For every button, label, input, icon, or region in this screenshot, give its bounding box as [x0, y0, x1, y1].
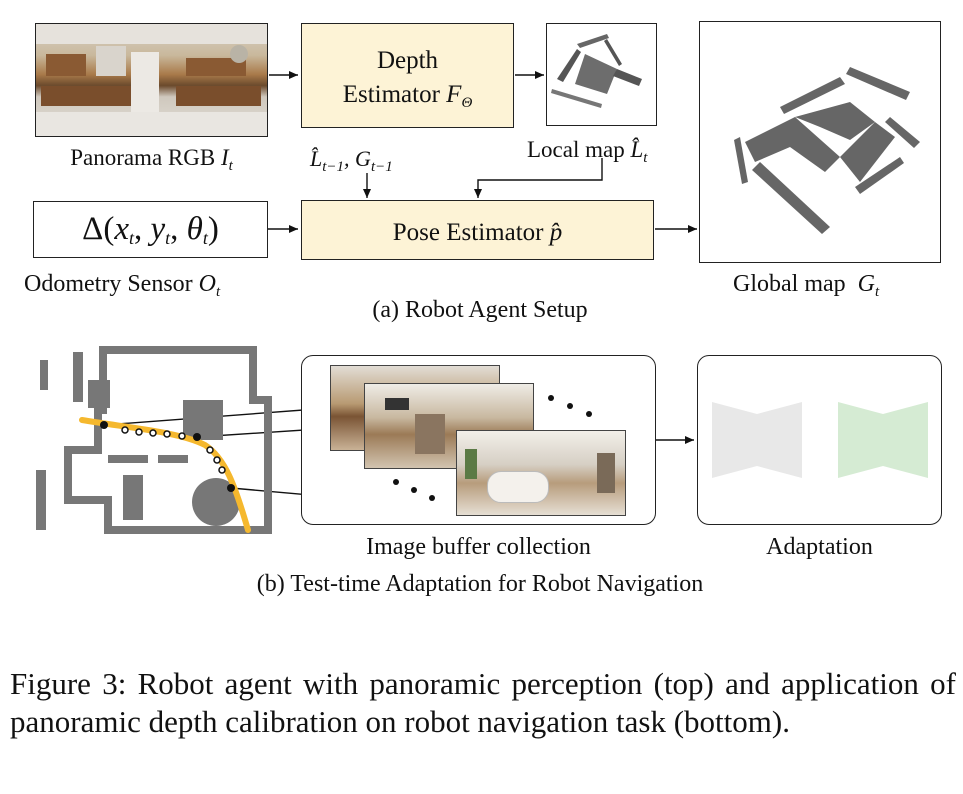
target-network-icon [838, 402, 928, 478]
pose-var: p̂ [549, 219, 563, 246]
prev-global-sub: t−1 [370, 159, 393, 175]
global-map-var: G [857, 271, 875, 297]
panorama-stack-2 [364, 383, 534, 469]
odometry-caption: Odometry Sensor Ot [24, 272, 220, 300]
prev-local-var: L̂ [310, 146, 323, 171]
prev-global-var: , G [344, 146, 371, 171]
trajectory-keypoints [100, 421, 235, 492]
depth-var: F [446, 81, 462, 108]
depth-sub: Θ [461, 95, 473, 111]
local-map-sub: t [643, 150, 648, 166]
source-network-icon [712, 402, 802, 478]
local-map-image [546, 23, 657, 126]
odometry-formula-box: Δ(xt, yt, θt) [33, 201, 268, 258]
local-map-caption: Local map L̂t [527, 138, 647, 166]
pose-inputs-label: L̂t−1, Gt−1 [310, 148, 393, 175]
odometry-var: O [198, 271, 216, 297]
odometry-label: Odometry Sensor [24, 271, 193, 297]
depth-line1: Depth [376, 47, 439, 74]
panorama-var: I [220, 145, 229, 170]
adaptation-label: Adaptation [766, 534, 873, 560]
depth-estimator-box: Depth Estimator FΘ [301, 23, 514, 128]
section-b-title: (b) Test-time Adaptation for Robot Navig… [256, 571, 704, 597]
panorama-stack-3 [456, 430, 626, 516]
pose-estimator-box: Pose Estimator p̂ [301, 200, 654, 260]
pose-label-row: Pose Estimator p̂ [302, 220, 653, 245]
depth-label: Estimator [342, 81, 440, 108]
section-a-title: (a) Robot Agent Setup [372, 297, 588, 323]
pose-label: Pose Estimator [392, 219, 544, 246]
figure-caption: Figure 3: Robot agent with panoramic per… [10, 666, 956, 739]
odometry-sub: t [216, 284, 221, 300]
global-map-caption: Global map Gt [733, 272, 879, 300]
panorama-sub: t [228, 158, 233, 174]
local-map-label: Local map [527, 137, 625, 162]
buffer-label: Image buffer collection [366, 534, 591, 560]
panorama-label: Panorama RGB [70, 145, 216, 170]
prev-local-sub: t−1 [322, 159, 345, 175]
panorama-caption: Panorama RGB It [35, 146, 268, 174]
odometry-formula: Δ(xt, yt, θt) [82, 211, 219, 248]
local-map-var: L̂ [630, 137, 644, 162]
global-map-sub: t [874, 284, 880, 300]
global-map-image [699, 21, 941, 263]
depth-line2: Estimator FΘ [302, 82, 513, 111]
panorama-image [35, 23, 268, 137]
trajectory-path [79, 417, 251, 533]
global-map-label: Global map [733, 271, 846, 297]
arrow-local-to-pose [474, 158, 603, 198]
trajectory-waypoints [121, 426, 226, 474]
